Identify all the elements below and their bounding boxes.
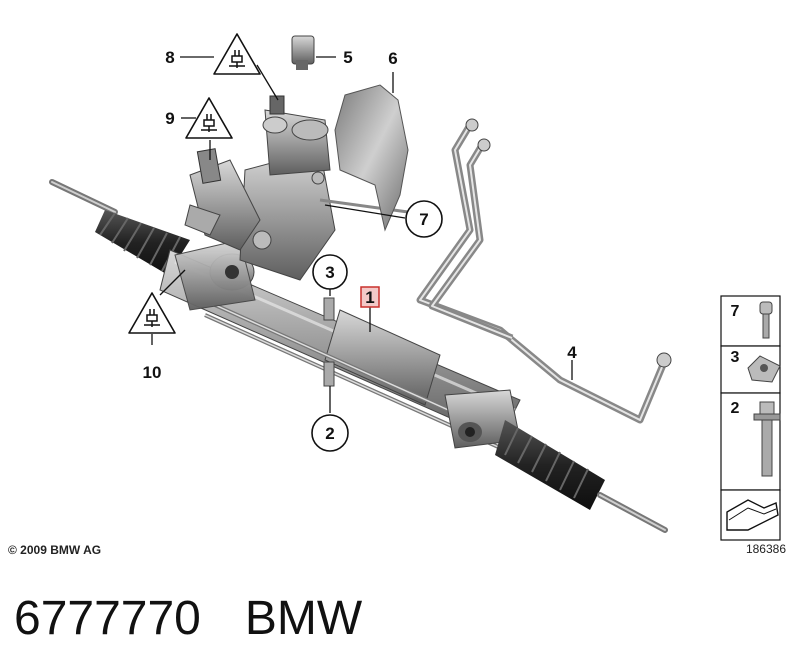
callout-2-label: 2: [325, 424, 334, 443]
electrical-connector-warning-icon: [128, 292, 176, 334]
callout-10[interactable]: 10: [143, 363, 162, 382]
rack-housing: [159, 239, 521, 452]
legend-item-2-label: 2: [731, 400, 740, 417]
callout-5-label: 5: [343, 48, 352, 67]
callout-3[interactable]: 3: [312, 254, 348, 290]
callout-8[interactable]: 8: [165, 48, 174, 67]
callout-2[interactable]: 2: [311, 414, 349, 452]
copyright-text: © 2009 BMW AG: [8, 543, 101, 557]
direction-arrow-icon: [726, 499, 779, 531]
heat-shield: [334, 84, 409, 232]
steering-rack-illustration: [49, 95, 668, 533]
bolt-3: [323, 297, 335, 321]
callout-5[interactable]: 5: [343, 48, 352, 67]
callout-9[interactable]: 9: [165, 109, 174, 128]
clip-nut-3: [747, 355, 781, 383]
valve-body: [239, 95, 409, 281]
legend-item-7-label: 7: [731, 303, 740, 320]
callout-3-label: 3: [325, 263, 334, 282]
legend-item-3-label: 3: [731, 349, 740, 366]
left-bellows-boot: [95, 210, 190, 275]
pressure-line: [416, 118, 672, 424]
callout-6[interactable]: 6: [388, 49, 397, 68]
part-footer: 6777770 BMW: [14, 584, 362, 654]
callout-4[interactable]: 4: [567, 343, 577, 362]
callout-7[interactable]: 7: [405, 200, 443, 238]
leader-lines: [151, 56, 573, 413]
callout-8-label: 8: [165, 48, 174, 67]
electrical-connector-warning-icon: [185, 97, 233, 139]
brand-name: BMW: [244, 592, 363, 645]
callout-1[interactable]: 1: [360, 286, 380, 308]
sensor-5: [291, 35, 315, 70]
fastener-legend: 7 3 2: [720, 295, 781, 541]
callout-4-label: 4: [567, 343, 577, 362]
solenoid-valve: [184, 148, 261, 251]
bolt-2: [323, 361, 335, 387]
callout-6-label: 6: [388, 49, 397, 68]
screw-7: [759, 301, 773, 339]
callout-9-label: 9: [165, 109, 174, 128]
callout-10-label: 10: [143, 363, 162, 382]
callout-1-label: 1: [365, 288, 374, 307]
image-number: 186386: [746, 542, 786, 556]
electrical-connector-warning-icon: [213, 33, 261, 75]
right-bellows-boot: [495, 420, 605, 510]
part-number: 6777770: [14, 592, 201, 645]
bolt-2-legend: [753, 401, 781, 477]
parts-diagram: 1 2 3 4 5 6 7 8 9 10: [8, 33, 786, 557]
callout-7-label: 7: [419, 210, 428, 229]
